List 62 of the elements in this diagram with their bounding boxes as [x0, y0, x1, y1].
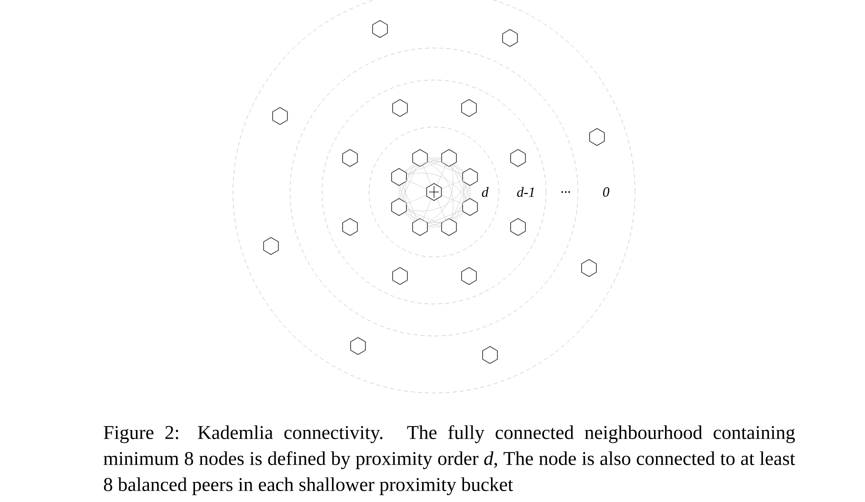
connector-line: [422, 164, 432, 186]
connector-line: [404, 164, 416, 222]
connector-line: [402, 164, 418, 200]
connector-line: [406, 172, 466, 200]
connector-line: [406, 195, 427, 204]
connector-line: [406, 160, 442, 174]
self-node-hexagon: [426, 183, 442, 201]
connector-line: [454, 212, 464, 222]
peer-hexagon: [350, 337, 366, 355]
connector-line: [427, 226, 442, 228]
connector-line: [452, 164, 468, 200]
peer-hexagon: [461, 267, 477, 285]
connector-line: [404, 163, 414, 172]
connector-line: [400, 185, 442, 226]
peer-hexagon: [462, 168, 478, 186]
peer-hexagon: [412, 218, 428, 236]
connector-line: [427, 210, 463, 224]
peer-hexagon: [342, 149, 358, 167]
peer-hexagon: [482, 346, 498, 364]
peer-hexagon: [263, 237, 279, 255]
peer-hexagon: [510, 218, 526, 236]
connector-line: [436, 198, 446, 220]
peer-hexagon: [392, 267, 408, 285]
peer-hexagon: [372, 20, 388, 38]
peer-hexagon: [391, 168, 407, 186]
connector-line: [406, 180, 427, 189]
connector-line: [405, 161, 464, 172]
connector-line: [405, 212, 464, 223]
ring-label: 0: [603, 187, 610, 197]
peer-hexagon: [510, 149, 526, 167]
ring-label: d: [482, 187, 489, 197]
peer-hexagon: [589, 128, 605, 146]
peer-hexagon: [342, 218, 358, 236]
connector-line: [441, 180, 463, 189]
peer-hexagon: [502, 29, 518, 47]
peer-hexagon: [391, 198, 407, 216]
connector-line: [454, 164, 464, 222]
peer-hexagon: [581, 259, 597, 277]
ring-label: d-1: [517, 187, 534, 197]
connector-line: [441, 194, 463, 204]
connector-line: [427, 160, 463, 174]
connector-line: [404, 212, 414, 222]
peer-hexagon: [412, 149, 428, 167]
connector-line: [427, 158, 470, 199]
peer-hexagon: [461, 99, 477, 117]
connector-line: [400, 158, 442, 199]
peer-hexagon: [441, 218, 457, 236]
connector-line: [398, 186, 400, 198]
peer-hexagon: [272, 107, 288, 125]
connector-line: [436, 164, 446, 186]
peer-hexagon: [392, 99, 408, 117]
ring-label: ...: [561, 191, 570, 193]
connector-line: [454, 163, 464, 172]
connector-line: [452, 184, 468, 220]
figure-caption: Figure 2: Kademlia connectivity. The fully connected neighbourhood containing minimum 8 nodes is defined by proximity order d, The node is also connected to at least 8 balanced peers in each shallower proximity bucket: [104, 425, 796, 496]
connector-line: [406, 210, 442, 224]
connector-line: [406, 184, 466, 212]
connector-line: [422, 198, 432, 220]
peer-hexagon: [441, 149, 457, 167]
connector-line: [402, 184, 418, 220]
peer-hexagon: [462, 198, 478, 216]
connector-line: [427, 185, 470, 226]
